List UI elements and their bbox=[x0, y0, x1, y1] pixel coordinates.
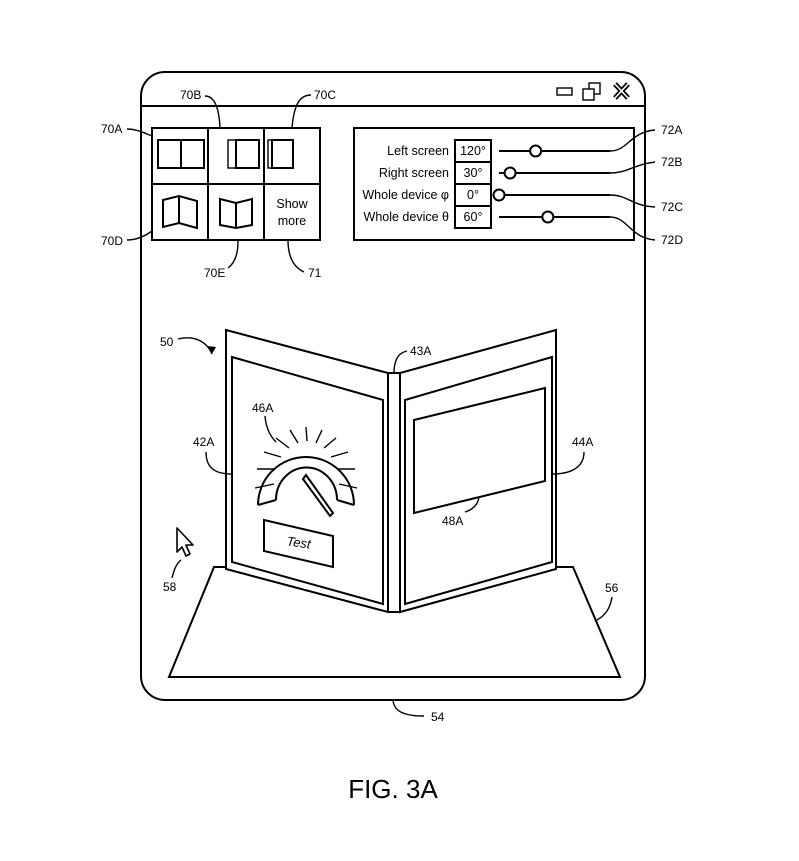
preset-70c-single[interactable] bbox=[267, 139, 294, 169]
angle-value-field-3[interactable]: 0° bbox=[467, 188, 479, 202]
angle-value-field-4[interactable]: 60° bbox=[464, 210, 483, 224]
angle-controls-panel bbox=[353, 127, 635, 241]
preset-70a-flat-open[interactable] bbox=[157, 139, 205, 169]
test-button[interactable]: Test bbox=[263, 518, 334, 569]
close-icon[interactable] bbox=[613, 82, 630, 100]
gauge-icon bbox=[254, 426, 358, 518]
angle-slider-knob-1[interactable] bbox=[529, 144, 543, 158]
ref-70b: 70B bbox=[180, 88, 201, 102]
angle-value-field-2[interactable]: 30° bbox=[464, 166, 483, 180]
ref-72d: 72D bbox=[661, 233, 683, 247]
ref-leader-72c bbox=[609, 194, 656, 208]
preset-70d-book-open[interactable] bbox=[162, 194, 198, 230]
angle-label-4: Whole device θ bbox=[364, 210, 450, 224]
ref-48a: 48A bbox=[442, 514, 463, 528]
show-more-label-1: Show bbox=[276, 197, 308, 211]
ref-leader-72d bbox=[609, 216, 656, 241]
angle-label-2: Right screen bbox=[379, 166, 449, 180]
restore-icon[interactable] bbox=[582, 82, 601, 101]
figure-caption: FIG. 3A bbox=[348, 774, 438, 804]
ref-70c: 70C bbox=[314, 88, 336, 102]
preset-grid bbox=[151, 127, 321, 241]
left-screen-inner bbox=[231, 355, 384, 606]
ref-50: 50 bbox=[160, 335, 174, 349]
angle-label-3: Whole device φ bbox=[362, 188, 449, 202]
preset-70b-single-right[interactable] bbox=[227, 139, 260, 169]
show-more-button[interactable]: Show more bbox=[276, 197, 308, 228]
content-window-48a bbox=[413, 386, 546, 515]
minimize-icon[interactable] bbox=[556, 87, 573, 96]
device: Test bbox=[225, 328, 557, 614]
angle-label-1: Left screen bbox=[387, 144, 449, 158]
right-screen-inner bbox=[404, 355, 553, 606]
hinge-43a bbox=[387, 372, 401, 613]
show-more-label-2: more bbox=[278, 214, 307, 228]
ref-72a: 72A bbox=[661, 123, 682, 137]
ref-71: 71 bbox=[308, 266, 322, 280]
preset-70e-book-tent[interactable] bbox=[219, 197, 253, 230]
ref-leader-72b bbox=[609, 161, 656, 174]
ref-42a: 42A bbox=[193, 435, 214, 449]
ref-58: 58 bbox=[163, 580, 177, 594]
ref-70e: 70E bbox=[204, 266, 225, 280]
angle-value-field-1[interactable]: 120° bbox=[460, 144, 486, 158]
right-display-body bbox=[399, 328, 557, 614]
angle-slider-knob-2[interactable] bbox=[503, 166, 517, 180]
ref-54: 54 bbox=[431, 710, 445, 724]
ref-44a: 44A bbox=[572, 435, 593, 449]
ref-leader-72a bbox=[609, 129, 656, 152]
ref-46a: 46A bbox=[252, 401, 273, 415]
ref-43a: 43A bbox=[410, 344, 431, 358]
test-button-label: Test bbox=[286, 533, 313, 551]
ref-70d: 70D bbox=[101, 234, 123, 248]
left-display-body bbox=[225, 328, 389, 614]
angle-slider-knob-4[interactable] bbox=[541, 210, 555, 224]
ref-72b: 72B bbox=[661, 155, 682, 169]
ref-56: 56 bbox=[605, 581, 619, 595]
ref-72c: 72C bbox=[661, 200, 683, 214]
ref-70a: 70A bbox=[101, 122, 122, 136]
angle-slider-knob-3[interactable] bbox=[492, 188, 506, 202]
cursor-icon bbox=[176, 527, 194, 557]
